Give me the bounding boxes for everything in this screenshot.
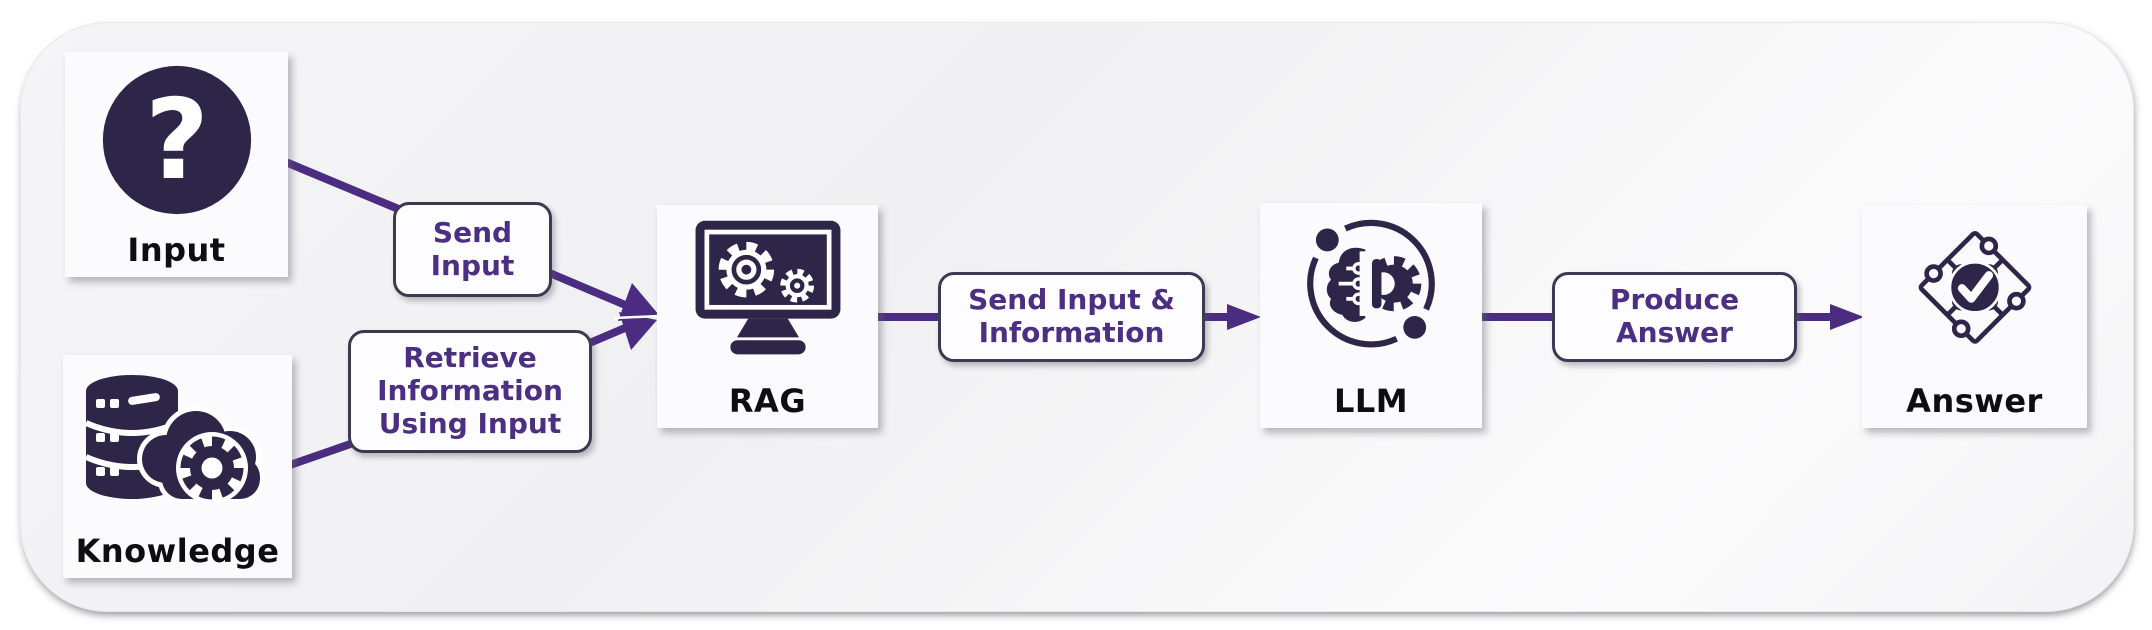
question-mark-icon: ? [102,65,251,215]
arrow-input-to-send-input [284,159,412,217]
node-input-label: Input [127,231,226,269]
puzzle-check-icon [1918,230,2031,344]
database-gear-icon [84,375,264,504]
edge-label-produce-answer-text: Produce Answer [1609,283,1740,349]
edge-label-send-input-information-text: Send Input & Information [968,283,1175,349]
node-knowledge: Knowledge [63,355,292,578]
node-llm: LLM [1260,203,1482,428]
ai-brain-gear-icon [1307,219,1435,348]
edge-label-send-input: Send Input [393,202,552,297]
arrowhead-rag-lower [619,312,657,350]
node-rag: RAG [657,205,878,428]
arrowhead-seam [613,314,660,320]
arrowhead-rag-upper [618,283,659,321]
arrowhead-answer [1830,304,1864,330]
monitor-gears-icon [695,220,840,355]
edge-label-send-input-text: Send Input [430,215,515,282]
svg-text:?: ? [145,76,209,204]
node-answer: Answer [1862,205,2087,428]
edge-label-send-input-information: Send Input & Information [938,272,1205,362]
edge-label-retrieve-information-text: Retrieve Information Using Input [377,341,563,440]
arrowhead-llm [1227,304,1261,330]
edge-label-produce-answer: Produce Answer [1552,272,1797,362]
node-input: ? Input [65,52,288,277]
node-knowledge-label: Knowledge [75,532,280,570]
node-rag-label: RAG [728,382,807,420]
edge-label-retrieve-information: Retrieve Information Using Input [348,330,592,453]
node-llm-label: LLM [1333,382,1409,420]
arrow-send-input-to-rag [548,270,634,311]
node-answer-label: Answer [1906,382,2043,420]
